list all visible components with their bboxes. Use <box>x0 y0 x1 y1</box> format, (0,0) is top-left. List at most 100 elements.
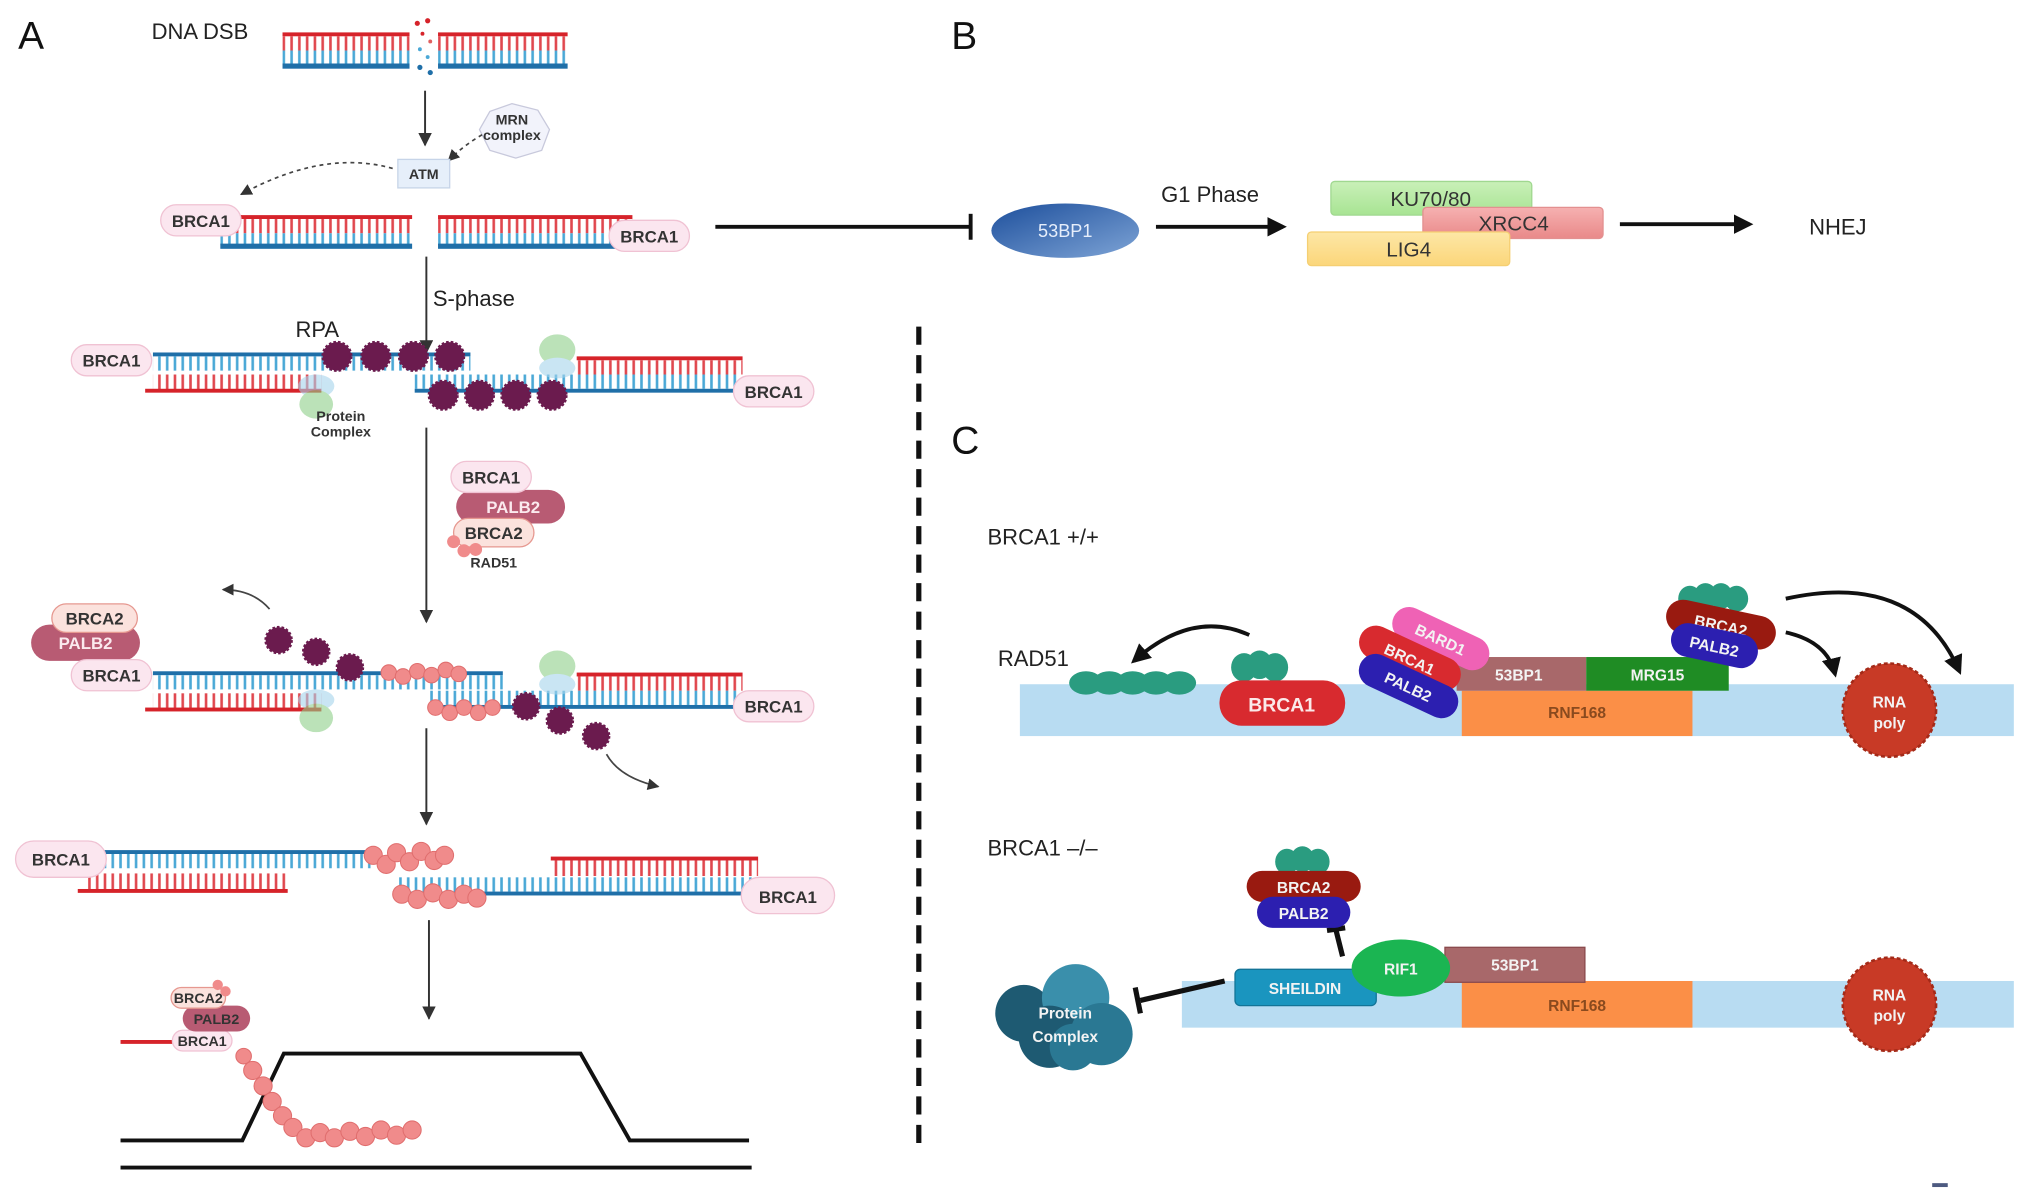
svg-text:RNA: RNA <box>1873 695 1907 712</box>
brca1-knockout-title: BRCA1 –/– <box>987 835 1098 860</box>
rif1-oval: RIF1 <box>1351 939 1451 997</box>
arrow-rad51-release <box>1131 624 1251 664</box>
svg-text:Complex: Complex <box>1032 1029 1098 1046</box>
inhibition-to-brca2-palb2 <box>1326 925 1346 958</box>
svg-text:53BP1: 53BP1 <box>1038 221 1092 241</box>
svg-text:RIF1: RIF1 <box>1384 962 1418 979</box>
protein-complex-icon <box>298 650 576 733</box>
panel-c: C BRCA1 +/+ RAD51 RNF168 53BP1 MRG15 BRC… <box>951 420 2014 1188</box>
dna-double-strand-break <box>282 18 568 81</box>
p53bp1-node: 53BP1 <box>991 203 1140 258</box>
homology-search: BRCA1 PALB2 BRCA2 <box>120 979 752 1170</box>
svg-text:Protein: Protein <box>316 409 365 425</box>
svg-text:KU70/80: KU70/80 <box>1390 188 1471 211</box>
svg-text:Complex: Complex <box>311 425 371 441</box>
svg-text:53BP1: 53BP1 <box>1491 958 1539 975</box>
protein-complex-cloud: Protein Complex <box>995 964 1133 1071</box>
minus-mark <box>1932 1183 1948 1188</box>
brca1-pill: BRCA1 <box>70 344 153 377</box>
brca1-wildtype-diagram: BRCA1 +/+ RAD51 RNF168 53BP1 MRG15 BRCA1 <box>987 524 2014 759</box>
s-phase-label: S-phase <box>433 286 515 311</box>
svg-text:RNF168: RNF168 <box>1548 705 1606 722</box>
inhibition-to-protein-complex <box>1132 978 1226 1014</box>
rad51-filament <box>1069 671 1197 695</box>
svg-text:RAD51: RAD51 <box>470 556 517 572</box>
resected-dna-1 <box>145 352 743 393</box>
svg-text:RNA: RNA <box>1873 987 1907 1004</box>
mrn-complex: MRN complex <box>478 102 551 159</box>
svg-text:PALB2: PALB2 <box>59 634 113 653</box>
palb2-pill: PALB2 <box>1257 896 1351 928</box>
brca1-pill: BRCA1 <box>732 690 815 723</box>
arrow-to-chromatin <box>1785 590 1963 675</box>
svg-text:53BP1: 53BP1 <box>1495 667 1543 684</box>
svg-text:poly: poly <box>1873 715 1905 732</box>
rad51-filament <box>363 841 487 909</box>
svg-text:SHEILDIN: SHEILDIN <box>1269 981 1342 998</box>
svg-text:BRCA1: BRCA1 <box>620 227 678 246</box>
atm-box: ATM <box>397 158 451 189</box>
arrow-mrn-to-atm <box>447 134 483 162</box>
svg-text:poly: poly <box>1873 1008 1905 1025</box>
svg-text:complex: complex <box>483 128 541 144</box>
panel-a: A DNA DSB MRN complex ATM <box>14 15 836 1170</box>
brca1-pill: BRCA1 <box>732 375 815 408</box>
panel-c-letter: C <box>951 420 979 463</box>
svg-text:MRG15: MRG15 <box>1631 667 1685 684</box>
rad51-label: RAD51 <box>998 646 1069 671</box>
svg-text:BRCA1: BRCA1 <box>178 1034 227 1050</box>
mrg15-box <box>1586 657 1729 691</box>
svg-text:BRCA2: BRCA2 <box>465 524 523 543</box>
brca2-palb2-stack: PALB2 BRCA2 <box>31 603 140 661</box>
broken-dna <box>220 215 633 249</box>
svg-text:BRCA2: BRCA2 <box>66 610 124 629</box>
xrcc4-box: XRCC4 <box>1422 206 1604 240</box>
svg-text:PALB2: PALB2 <box>486 498 540 517</box>
protein-complex-icon <box>298 334 576 419</box>
arrow-rpa-release-right <box>605 753 660 790</box>
brca1-pill: BRCA1 <box>14 840 107 878</box>
svg-text:BRCA1: BRCA1 <box>462 468 520 487</box>
rna-poly: RNA poly <box>1841 662 1938 759</box>
svg-text:BRCA1: BRCA1 <box>745 698 803 717</box>
brca-complex-stack: PALB2 BRCA1 BRCA2 RAD51 <box>447 460 566 572</box>
svg-text:LIG4: LIG4 <box>1386 239 1431 262</box>
svg-text:MRN: MRN <box>496 112 528 128</box>
rpa-cluster <box>264 625 611 751</box>
brca1-pill: BRCA1 <box>70 658 153 692</box>
rad51-filament <box>380 661 501 722</box>
arrow-to-rna-poly <box>1785 630 1841 678</box>
svg-text:BRCA1: BRCA1 <box>172 212 230 231</box>
svg-text:BRCA2: BRCA2 <box>174 991 223 1007</box>
brca1-pill: BRCA1 <box>608 219 691 253</box>
rnf168-box <box>1461 690 1693 737</box>
arrow-atm-to-brca1 <box>240 161 393 196</box>
inhibition-arrow-to-53bp1 <box>715 213 973 240</box>
sheildin-box: SHEILDIN <box>1234 968 1377 1007</box>
rpa-cluster <box>321 340 568 411</box>
palb2-right-pill: PALB2 <box>1670 623 1758 669</box>
rpa-label: RPA <box>295 317 339 342</box>
brca1-blob: BRCA1 <box>1219 680 1346 726</box>
dna-dsb-label: DNA DSB <box>152 19 249 44</box>
panel-a-letter: A <box>18 15 44 58</box>
rad51-cap <box>1275 846 1330 875</box>
svg-text:BRCA1: BRCA1 <box>1248 694 1315 716</box>
svg-text:RNF168: RNF168 <box>1548 998 1606 1015</box>
brca1-pill: BRCA1 <box>160 204 242 237</box>
brca1-knockout-diagram: BRCA1 –/– RNF168 53BP1 SHEILDIN RIF1 <box>987 835 2014 1071</box>
svg-text:ATM: ATM <box>409 167 439 183</box>
lig4-box: LIG4 <box>1306 231 1511 267</box>
svg-text:Protein: Protein <box>1038 1006 1092 1023</box>
brca1-wildtype-title: BRCA1 +/+ <box>987 524 1098 549</box>
arrow-rpa-release-left <box>221 583 271 610</box>
rad51-cap <box>1231 650 1289 682</box>
panel-b: B 53BP1 G1 Phase KU70/80 XRCC4 LIG4 NHEJ <box>951 15 1867 267</box>
panel-b-letter: B <box>951 15 977 58</box>
svg-text:BRCA1: BRCA1 <box>82 667 140 686</box>
brca2-pill: BRCA2 <box>1246 870 1361 902</box>
brca1-pill: BRCA1 <box>740 876 836 915</box>
rna-poly: RNA poly <box>1841 956 1938 1053</box>
resected-dna-3 <box>77 850 759 896</box>
